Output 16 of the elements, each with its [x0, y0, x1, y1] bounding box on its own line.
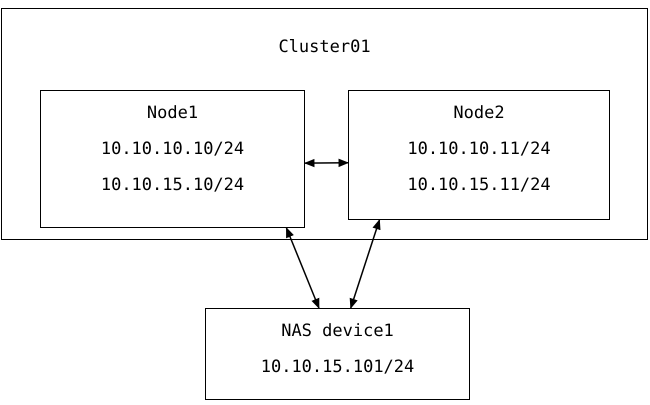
node-box [205, 308, 470, 400]
node-title: Node2 [453, 102, 505, 125]
node-box [40, 90, 305, 228]
ip-address: 10.10.15.11/24 [407, 174, 551, 197]
ip-address: 10.10.10.10/24 [100, 138, 244, 161]
double-arrow [304, 158, 350, 168]
node-title: Cluster01 [278, 36, 371, 59]
ip-address: 10.10.10.11/24 [407, 138, 551, 161]
ip-address: 10.10.15.10/24 [100, 174, 244, 197]
ip-address: 10.10.15.101/24 [260, 356, 414, 379]
double-arrow [350, 219, 380, 309]
double-arrow [286, 227, 320, 309]
node-title: NAS device1 [281, 320, 394, 343]
node-title: Node1 [146, 102, 198, 125]
cluster-box [1, 8, 648, 240]
node-box [348, 90, 610, 220]
